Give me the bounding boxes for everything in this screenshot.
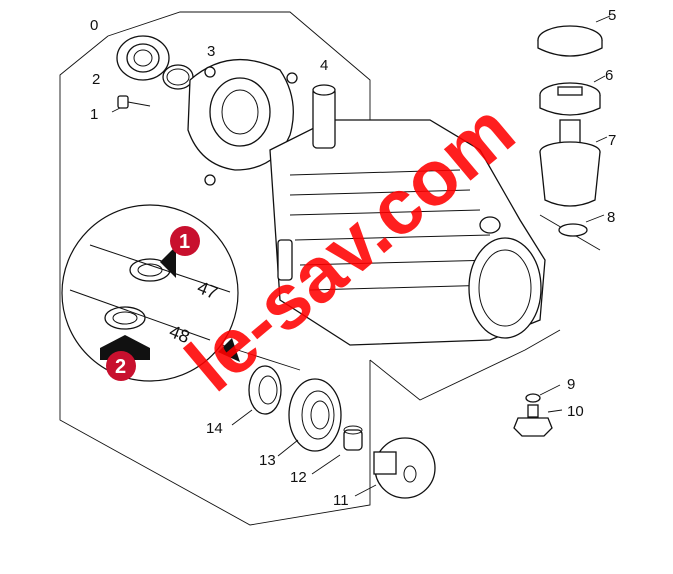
callout-9: 9 — [567, 376, 575, 393]
callout-5: 5 — [608, 7, 616, 24]
part-5-cap — [537, 15, 611, 57]
watermark-text: le-sav.com — [169, 85, 530, 408]
callout-1: 1 — [90, 106, 98, 123]
callout-3: 3 — [207, 43, 215, 60]
callout-12: 12 — [290, 469, 307, 486]
part-1-screw — [111, 95, 151, 113]
assembly-bracket — [59, 35, 371, 526]
assembly-bracket-top — [107, 11, 371, 120]
part-4-flange — [187, 59, 298, 186]
part-10-plug — [513, 404, 563, 437]
part-12-bush — [311, 425, 363, 475]
callout-8: 8 — [607, 209, 615, 226]
callout-13: 13 — [259, 452, 276, 469]
callout-6: 6 — [605, 67, 613, 84]
part-2-bearing — [116, 35, 170, 81]
callout-11: 11 — [333, 492, 349, 509]
part-7-filter — [539, 119, 608, 207]
part-6-plug — [539, 75, 606, 116]
badge-1-circle — [170, 226, 200, 256]
part-14-seal — [231, 365, 282, 426]
badge-1-label: 1 — [179, 231, 190, 253]
callout-0: 0 — [90, 17, 98, 34]
part-11-flange — [354, 437, 436, 499]
pump-housing — [269, 84, 546, 346]
assembly-bracket-right — [369, 329, 561, 401]
part-8-oring — [558, 214, 605, 237]
badge-2-circle — [106, 351, 136, 381]
badge-2-label: 2 — [115, 356, 126, 378]
callout-4: 4 — [320, 57, 328, 74]
dimension-47: 47 — [195, 277, 221, 303]
callout-10: 10 — [567, 403, 584, 420]
callout-7: 7 — [608, 132, 616, 149]
callout-14: 14 — [206, 420, 223, 437]
callout-2: 2 — [92, 71, 100, 88]
part-9-washer — [525, 384, 561, 403]
part-13-bearing — [277, 378, 342, 457]
